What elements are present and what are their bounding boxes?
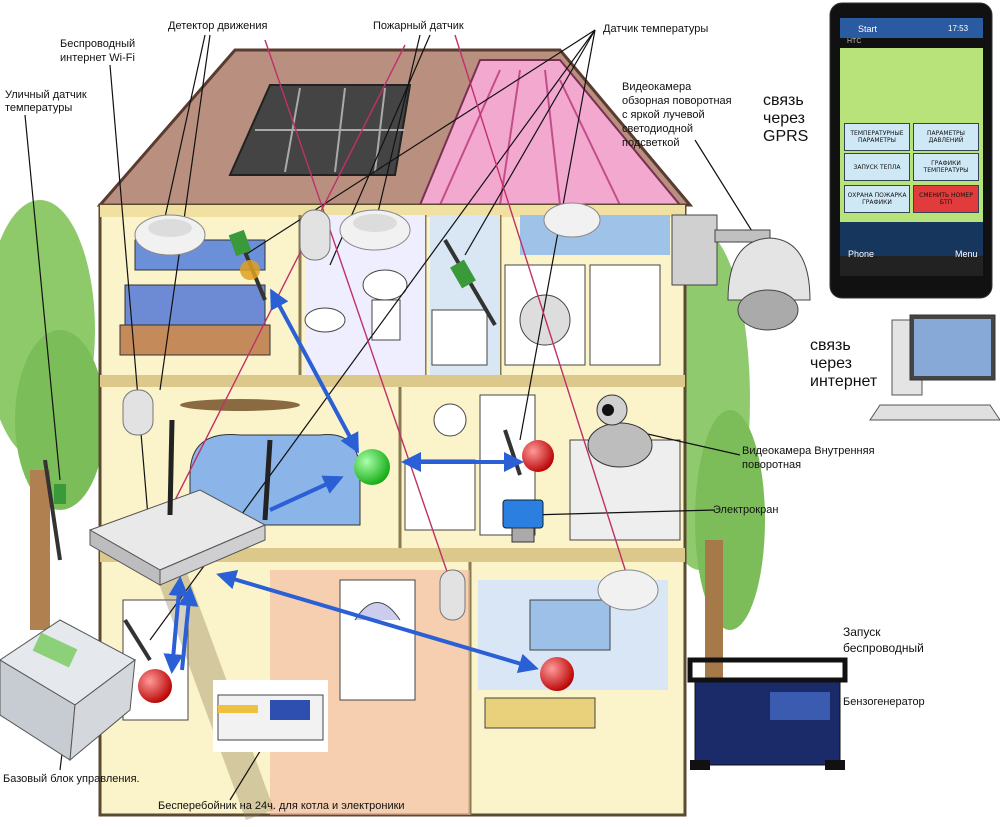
hub-node (354, 449, 390, 485)
label-valve: Электрокран (713, 504, 779, 516)
phone-button[interactable]: ГРАФИКИ ТЕМПЕРАТУРЫ (913, 153, 979, 181)
label-wifi-line2: интернет Wi-Fi (60, 52, 135, 64)
leader-lines (24, 29, 841, 801)
label-internet-line1: связь (810, 337, 851, 354)
label-outdoor-camera-line5: подсветкой (622, 137, 680, 149)
label-outdoor-temp-line2: температуры (5, 102, 73, 114)
label-internet-line2: через (810, 355, 853, 372)
label-outdoor-camera-line2: обзорная поворотная (622, 95, 732, 107)
phone-softkey-right[interactable]: Menu (955, 249, 978, 259)
phone-brand: HTC (847, 38, 862, 45)
phone-status: Start (858, 24, 878, 34)
wifi-router (88, 419, 273, 586)
label-temperature-sensor: Датчик температуры (603, 23, 709, 35)
link-arrows (163, 288, 539, 674)
fire-sensors (134, 202, 659, 611)
roof (96, 48, 694, 207)
nodes (138, 440, 574, 703)
electro-valve (502, 499, 544, 543)
label-generator: Бензогенератор (843, 696, 925, 708)
label-outdoor-camera-line4: светодиодной (622, 123, 693, 135)
label-indoor-camera-line2: поворотная (742, 459, 802, 471)
label-outdoor-camera-line3: с яркой лучевой (622, 109, 705, 121)
label-outdoor-camera-line1: Видеокамера (622, 81, 692, 93)
indoor-camera (587, 394, 653, 468)
label-internet-line3: интернет (810, 373, 878, 390)
outdoor-camera (671, 214, 811, 331)
temperature-probes (43, 229, 522, 662)
label-gprs-line2: через (763, 110, 806, 127)
label-fire-sensor: Пожарный датчик (373, 20, 464, 32)
phone-button[interactable]: ТЕМПЕРАТУРНЫЕ ПАРАМЕТРЫ (844, 123, 910, 151)
phone-button[interactable]: ПАРАМЕТРЫ ДАВЛЕНИЙ (913, 123, 979, 151)
label-motion-detector: Детектор движения (168, 20, 268, 32)
label-gprs-line1: связь (763, 92, 804, 109)
label-base-unit: Базовый блок управления. (3, 773, 140, 785)
base-control-unit (0, 619, 136, 762)
phone-button[interactable]: ЗАПУСК ТЕПЛА (844, 153, 910, 181)
label-launch-line2: беспроводный (843, 641, 924, 655)
label-outdoor-temp-line1: Уличный датчик (5, 89, 87, 101)
phone-body (829, 2, 993, 299)
phone-button[interactable]: ОХРАНА ПОЖАРКА ГРАФИКИ (844, 185, 910, 213)
computer (869, 314, 1000, 421)
label-ups: Бесперебойник на 24ч. для котла и электр… (158, 800, 405, 812)
sensor-links (164, 34, 631, 596)
label-wifi-line1: Беспроводный (60, 38, 136, 50)
label-launch-line1: Запуск (843, 625, 881, 639)
phone-softkey-left[interactable]: Phone (848, 249, 875, 259)
label-indoor-camera-line1: Видеокамера Внутренняя (742, 445, 875, 457)
generator (687, 657, 848, 770)
label-gprs-line3: GPRS (763, 128, 809, 145)
phone-button[interactable]: СМЕНИТЬ НОМЕР БТП (913, 185, 979, 213)
ups-battery (213, 680, 328, 752)
phone-time: 17:53 (948, 24, 969, 33)
tree-left (0, 200, 105, 630)
